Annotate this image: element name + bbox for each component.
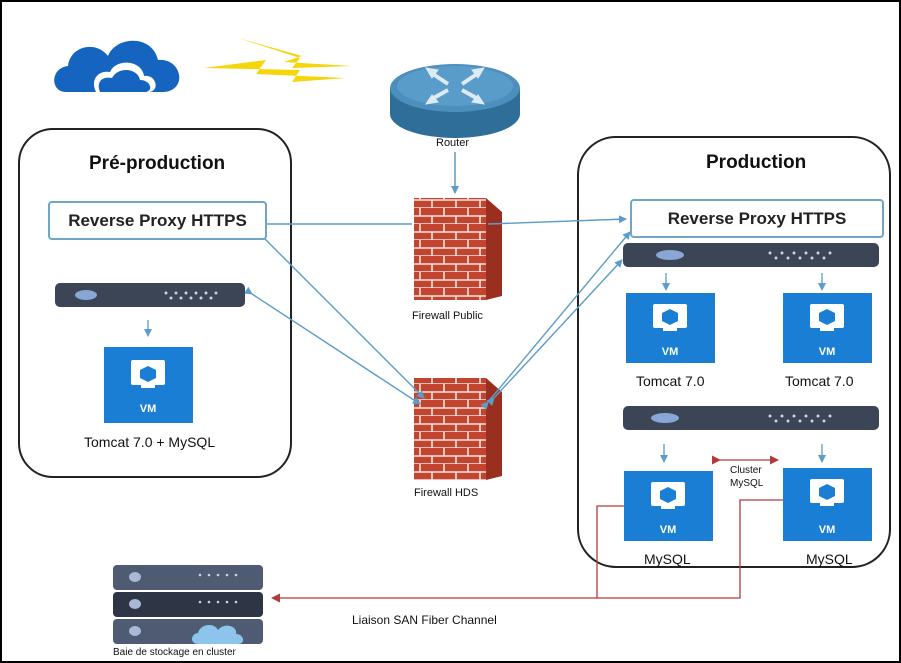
storage-label: Baie de stockage en cluster: [113, 647, 236, 658]
switch-to-vm-arrows: [144, 273, 826, 463]
san-fiber-link: [271, 499, 783, 603]
vm-badge: VM: [661, 346, 679, 358]
reverse-proxy-prod-label: Reverse Proxy HTTPS: [667, 208, 847, 228]
network-links: [243, 215, 631, 410]
vm-tile-prod-mysql-1: [624, 471, 713, 541]
cloud-icon: [54, 40, 180, 92]
vm-prod-tomcat-2-label: Tomcat 7.0: [785, 373, 854, 389]
vm-prod-mysql-1-label: MySQL: [644, 551, 691, 567]
vm-badge: VM: [139, 403, 157, 415]
vm-prod-mysql-2-label: MySQL: [806, 551, 853, 567]
prod-switch-bottom-icon: [623, 406, 879, 430]
storage-array-icon: [113, 565, 263, 644]
router-icon: [390, 64, 520, 138]
firewall-hds-icon: [414, 378, 502, 480]
preprod-switch-icon: [55, 283, 245, 307]
vm-badge: VM: [818, 524, 836, 536]
firewall-public-icon: [414, 198, 502, 300]
reverse-proxy-preprod-label: Reverse Proxy HTTPS: [68, 210, 247, 230]
vm-tile-preprod: [104, 347, 193, 423]
reverse-proxy-prod: Reverse Proxy HTTPS: [630, 199, 884, 238]
san-link-label: Liaison SAN Fiber Channel: [352, 613, 497, 627]
preproduction-title: Pré-production: [89, 153, 226, 174]
vm-badge: VM: [659, 524, 677, 536]
vm-tile-prod-tomcat-2: [783, 293, 872, 363]
vm-tile-prod-mysql-2: [783, 468, 872, 541]
prod-switch-top-icon: [623, 243, 879, 267]
reverse-proxy-preprod: Reverse Proxy HTTPS: [48, 201, 267, 240]
lightning-icon: [204, 38, 352, 82]
router-label: Router: [436, 137, 470, 149]
firewall-hds-label: Firewall HDS: [414, 487, 479, 499]
vm-badge: VM: [818, 346, 836, 358]
vm-preprod-label: Tomcat 7.0 + MySQL: [84, 434, 216, 450]
firewall-public-label: Firewall Public: [412, 310, 483, 322]
vm-prod-tomcat-1-label: Tomcat 7.0: [636, 373, 705, 389]
cluster-label-line1: Cluster: [730, 465, 762, 476]
production-title: Production: [706, 152, 807, 173]
vm-tile-prod-tomcat-1: [626, 293, 715, 363]
cluster-label-line2: MySQL: [730, 478, 764, 489]
